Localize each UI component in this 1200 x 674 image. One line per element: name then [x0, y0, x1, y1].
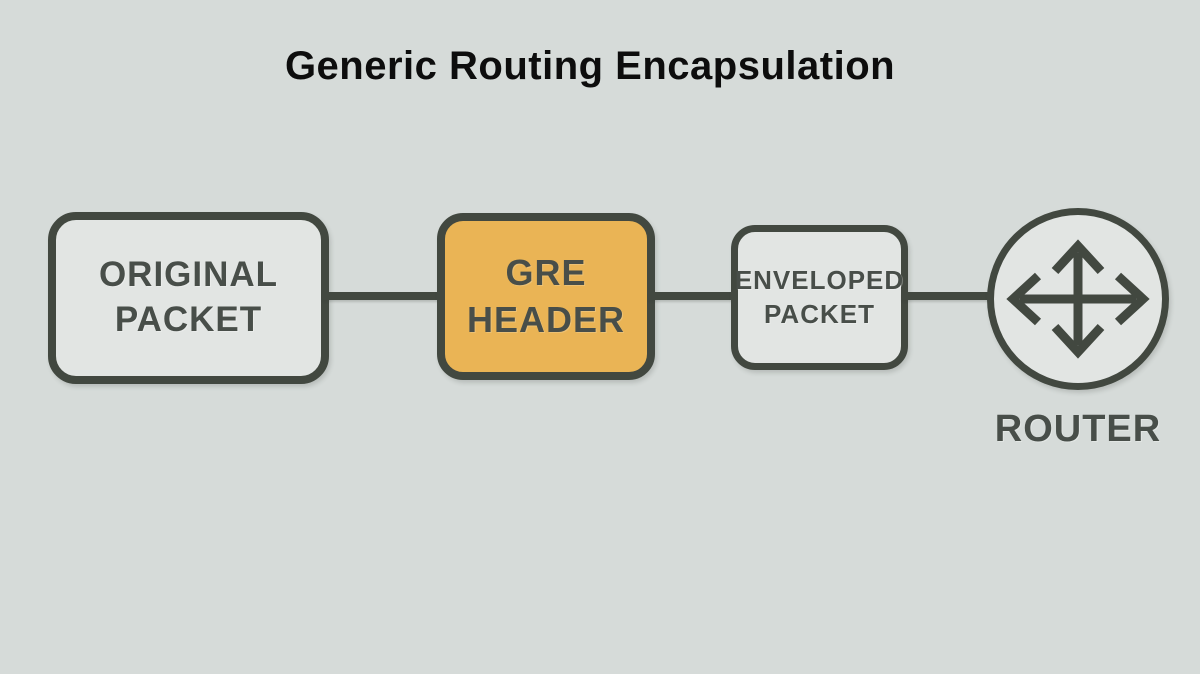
node-gre-header-line1: GRE: [505, 252, 587, 294]
node-original-packet-line2: PACKET: [114, 300, 263, 339]
node-enveloped-packet-line2: PACKET: [764, 298, 875, 329]
node-gre-header-line2: HEADER: [466, 298, 625, 340]
node-enveloped-packet-line1: ENVELOPED: [734, 265, 905, 296]
node-gre-header: GRE HEADER: [437, 213, 655, 380]
node-original-packet-line1: ORIGINAL: [98, 255, 279, 295]
connector-enveloped-to-router: [901, 292, 993, 300]
node-enveloped-packet: ENVELOPED PACKET: [731, 225, 908, 370]
connector-gre-to-enveloped: [648, 292, 738, 300]
four-way-arrows-icon: [1006, 239, 1150, 359]
router-node: [987, 208, 1169, 390]
node-original-packet: ORIGINAL PACKET: [48, 212, 329, 384]
connector-original-to-gre: [322, 292, 444, 300]
page-title: Generic Routing Encapsulation: [284, 44, 896, 88]
router-label: ROUTER: [994, 408, 1162, 450]
